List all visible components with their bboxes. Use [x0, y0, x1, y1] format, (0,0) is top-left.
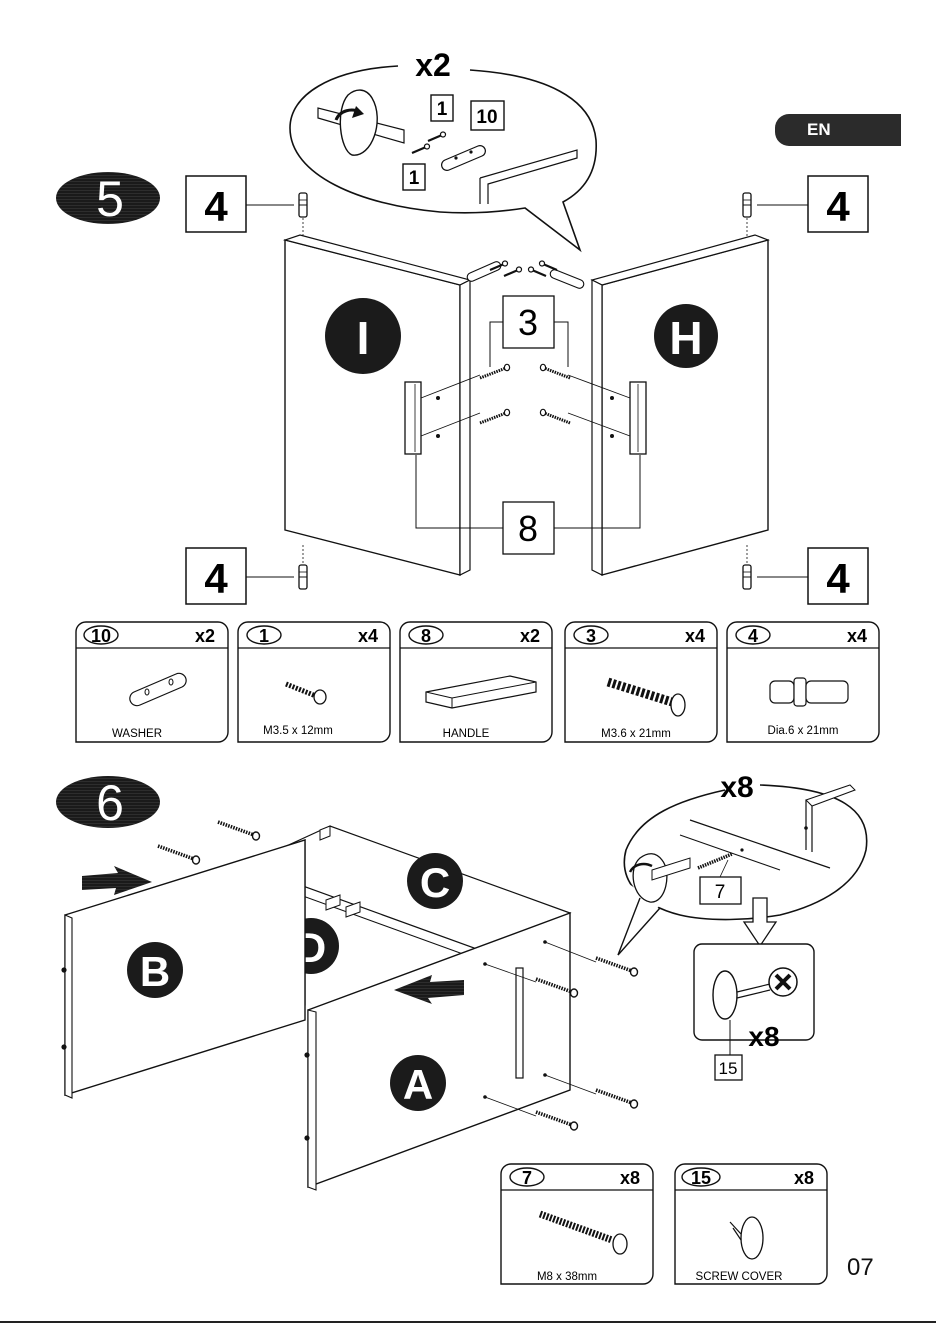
step-6-badge: 6 [56, 775, 160, 831]
callout-count: x2 [415, 47, 451, 83]
part-4-desc: Dia.6 x 21mm [768, 725, 839, 737]
part-box-8: 8 x2 HANDLE [400, 622, 552, 742]
part-box-4: 4 x4 Dia.6 x 21mm [727, 622, 879, 742]
step-5-number: 5 [96, 171, 124, 227]
step-6: 6 C D B [56, 771, 867, 1284]
callout-label-1b: 1 [409, 168, 420, 189]
step-5-parts: 10 x2 WASHER 1 x4 M3.5 x 12mm 8 [76, 622, 879, 742]
callout-screw-3: 3 [518, 302, 538, 343]
part-1-qty: x4 [358, 626, 378, 646]
step-5: 1 1 10 x2 5 I H [56, 47, 879, 742]
callout-label-10: 10 [476, 107, 497, 128]
bottom-divider [0, 1321, 936, 1323]
part-15-id: 15 [691, 1168, 711, 1188]
part-box-7: 7 x8 M8 x 38mm [501, 1164, 653, 1284]
part-8-qty: x2 [520, 626, 540, 646]
step-6-number: 6 [96, 775, 124, 831]
zoom-callout-bubble [290, 66, 596, 250]
panel-c-label: C [420, 859, 450, 906]
panel-b-label: B [140, 948, 170, 995]
panel-a-label: A [403, 1061, 433, 1108]
callout-peg-bottom-left: 4 [204, 555, 228, 602]
screw-b-2 [218, 822, 260, 840]
cover-count: x8 [748, 1021, 779, 1052]
part-3-qty: x4 [685, 626, 705, 646]
callout-handle-8: 8 [518, 508, 538, 549]
part-10-qty: x2 [195, 626, 215, 646]
callout-peg-top-right: 4 [826, 183, 850, 230]
part-box-15: 15 x8 SCREW COVER [675, 1164, 827, 1284]
part-7-desc: M8 x 38mm [537, 1271, 597, 1283]
part-1-desc: M3.5 x 12mm [263, 725, 333, 737]
part-15-qty: x8 [794, 1168, 814, 1188]
zoom-part-label: 7 [715, 882, 726, 903]
page-number: 07 [847, 1254, 874, 1282]
cover-part-label: 15 [719, 1059, 738, 1078]
part-box-1: 1 x4 M3.5 x 12mm [238, 622, 390, 742]
part-7-qty: x8 [620, 1168, 640, 1188]
panel-i: I [285, 235, 480, 575]
part-3-desc: M3.6 x 21mm [601, 728, 671, 740]
part-1-id: 1 [259, 626, 269, 646]
part-4-qty: x4 [847, 626, 867, 646]
screw-b-1 [158, 846, 200, 864]
callout-label-1a: 1 [437, 99, 448, 120]
top-fittings [467, 261, 584, 288]
part-box-3: 3 x4 M3.6 x 21mm [565, 622, 717, 742]
screws-3 [480, 364, 570, 423]
zoom-callout-bubble-2 [618, 785, 867, 955]
part-3-id: 3 [586, 626, 596, 646]
part-10-desc: WASHER [112, 728, 162, 740]
part-8-desc: HANDLE [443, 728, 490, 740]
panel-i-label: I [357, 312, 370, 364]
part-7-id: 7 [522, 1168, 532, 1188]
part-8-id: 8 [421, 626, 431, 646]
panel-a: A [304, 913, 570, 1190]
callout-peg-bottom-right: 4 [826, 555, 850, 602]
part-box-10: 10 x2 WASHER [76, 622, 228, 742]
language-badge: EN [775, 114, 901, 146]
part-4-id: 4 [748, 626, 758, 646]
part-10-id: 10 [91, 626, 111, 646]
zoom-count: x8 [720, 771, 753, 804]
part-15-desc: SCREW COVER [696, 1271, 783, 1283]
callout-peg-top-left: 4 [204, 183, 228, 230]
panel-h-label: H [669, 312, 702, 364]
step-5-badge: 5 [56, 171, 160, 227]
panel-h: H [568, 235, 768, 575]
